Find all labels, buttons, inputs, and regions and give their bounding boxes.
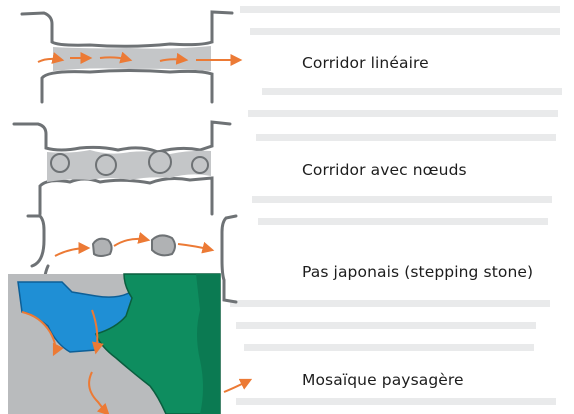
label-linear-corridor: Corridor linéaire [302,54,429,72]
label-landscape-mosaic: Mosaïque paysagère [302,371,464,389]
arrow [224,380,250,392]
label-corridor-with-nodes: Corridor avec nœuds [302,161,467,179]
panel-linear-corridor [22,12,240,102]
arrow [55,248,88,256]
arrow [178,244,212,250]
panel-landscape-mosaic [8,274,250,414]
label-stepping-stones: Pas japonais (stepping stone) [302,263,533,281]
panel-corridor-with-nodes [14,122,230,214]
diagram-panels [0,0,300,414]
arrow [114,239,148,246]
